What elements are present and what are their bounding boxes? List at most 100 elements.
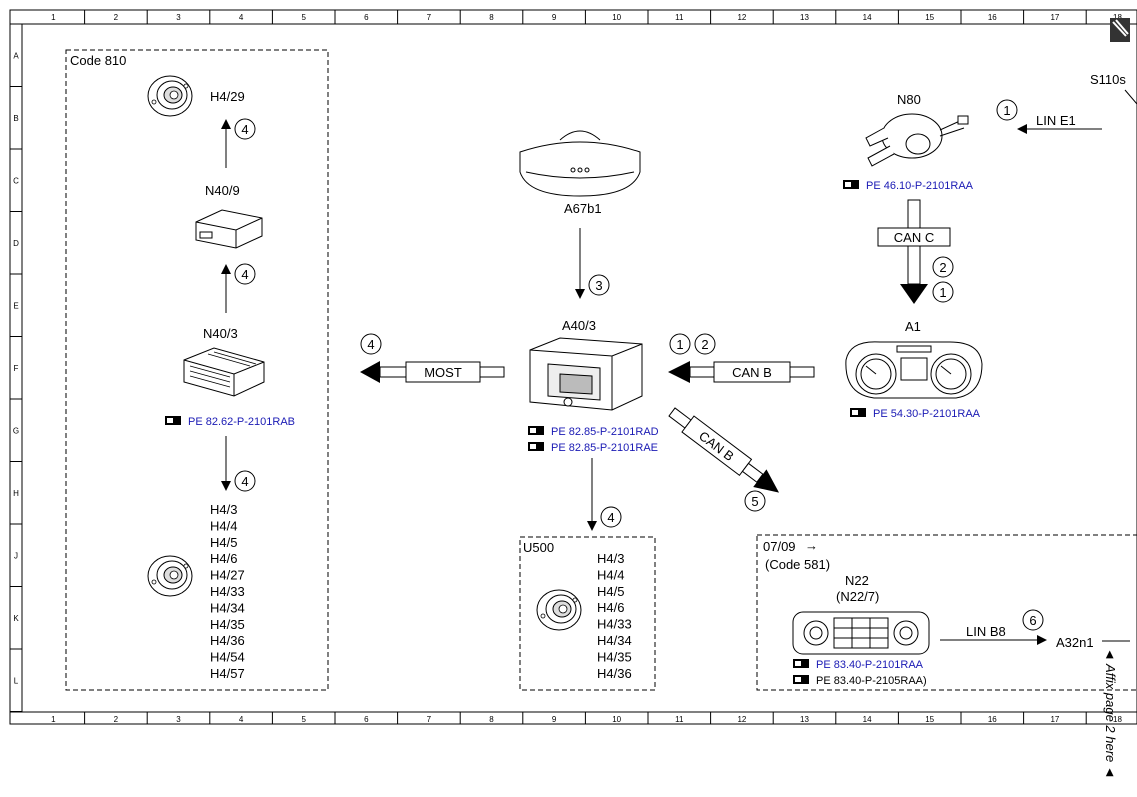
speaker-label: H4/36 — [597, 666, 632, 681]
n80-label: N80 — [897, 92, 921, 107]
column-number: 14 — [863, 715, 872, 724]
a32n1-label: A32n1 — [1056, 635, 1094, 650]
column-number: 13 — [800, 715, 809, 724]
reference-hand-icon — [528, 442, 544, 451]
row-letter: L — [14, 676, 19, 685]
marker-1: 1 — [676, 337, 683, 352]
a40-3-ref-2: PE 82.85-P-2101RAE — [551, 442, 658, 454]
column-number: 16 — [988, 715, 997, 724]
marker-5: 5 — [751, 494, 758, 509]
lin-e1-label: LIN E1 — [1036, 113, 1076, 128]
n22-7-label: (N22/7) — [836, 589, 879, 604]
column-number: 4 — [239, 715, 244, 724]
column-number: 9 — [552, 13, 557, 22]
speaker-label: H4/27 — [210, 568, 245, 583]
n22-label: N22 — [845, 573, 869, 588]
column-number: 3 — [176, 13, 181, 22]
column-number: 16 — [988, 13, 997, 22]
column-number: 4 — [239, 13, 244, 22]
marker-1: 1 — [939, 285, 946, 300]
most-bus-arrow — [360, 361, 505, 383]
speaker-icon — [536, 589, 582, 631]
row-letter: A — [13, 51, 19, 60]
speaker-label: H4/34 — [210, 600, 245, 615]
reference-hand-icon — [528, 426, 544, 435]
row-letter: F — [14, 364, 19, 373]
code-581-title: (Code 581) — [765, 557, 830, 572]
row-letter: J — [14, 551, 18, 560]
marker-2: 2 — [701, 337, 708, 352]
code-810-speaker-list: H4/3H4/4H4/5H4/6H4/27H4/33H4/34H4/35H4/3… — [210, 502, 245, 681]
column-number: 17 — [1050, 715, 1059, 724]
column-number: 3 — [176, 715, 181, 724]
lin-b8-label: LIN B8 — [966, 624, 1006, 639]
n80-ref: PE 46.10-P-2101RAA — [866, 180, 974, 192]
column-number: 11 — [675, 13, 684, 22]
instrument-cluster-icon — [845, 341, 983, 399]
marker-4: 4 — [241, 267, 248, 282]
a1-label: A1 — [905, 319, 921, 334]
a40-3-ref-1: PE 82.85-P-2101RAD — [551, 426, 659, 438]
marker-6: 6 — [1029, 613, 1036, 628]
reference-hand-icon — [165, 416, 181, 425]
steering-column-module-icon — [865, 113, 969, 167]
column-number: 9 — [552, 715, 557, 724]
n22-ref-1: PE 83.40-P-2101RAA — [816, 659, 924, 671]
h4-29-label: H4/29 — [210, 89, 245, 104]
column-number: 6 — [364, 13, 369, 22]
can-b-arrow — [668, 361, 815, 383]
column-number: 15 — [925, 13, 934, 22]
speaker-label: H4/36 — [210, 633, 245, 648]
a67b1-label: A67b1 — [564, 201, 602, 216]
speaker-label: H4/6 — [210, 551, 237, 566]
column-number: 1 — [51, 715, 56, 724]
u500-box — [519, 536, 656, 691]
column-number: 2 — [114, 715, 119, 724]
speaker-label: H4/57 — [210, 666, 245, 681]
speaker-label: H4/4 — [597, 567, 624, 582]
speaker-label: H4/4 — [210, 518, 237, 533]
affix-note: ◄ Affix page 2 here ◄ — [1103, 648, 1118, 779]
can-b-diagonal-arrow: CAN B — [668, 407, 780, 493]
speaker-label: H4/33 — [210, 584, 245, 599]
marker-2: 2 — [939, 260, 946, 275]
column-number: 10 — [612, 715, 621, 724]
column-number: 6 — [364, 715, 369, 724]
speaker-label: H4/5 — [597, 584, 624, 599]
reference-hand-icon — [850, 408, 866, 417]
head-unit-icon — [529, 337, 643, 411]
column-number: 7 — [427, 715, 432, 724]
column-number: 14 — [863, 13, 872, 22]
row-letter: E — [13, 301, 18, 310]
speaker-label: H4/3 — [210, 502, 237, 517]
column-number: 10 — [612, 13, 621, 22]
column-number: 5 — [301, 715, 306, 724]
page-corner-icon — [1110, 18, 1130, 42]
speaker-icon — [147, 555, 193, 597]
reference-hand-icon — [793, 659, 809, 668]
speaker-label: H4/3 — [597, 551, 624, 566]
marker-4: 4 — [367, 337, 374, 352]
n40-3-label: N40/3 — [203, 326, 238, 341]
reference-hand-icon — [793, 675, 809, 684]
amplifier-icon — [183, 347, 265, 397]
column-number: 18 — [1113, 13, 1122, 22]
column-number: 12 — [737, 715, 746, 724]
speaker-label: H4/34 — [597, 633, 632, 648]
n40-9-label: N40/9 — [205, 183, 240, 198]
column-number: 12 — [737, 13, 746, 22]
column-number: 1 — [51, 13, 56, 22]
column-number: 11 — [675, 715, 684, 724]
can-c-arrow — [877, 199, 951, 304]
marker-1: 1 — [1003, 103, 1010, 118]
column-number: 8 — [489, 13, 494, 22]
row-letter: H — [13, 489, 19, 498]
speaker-label: H4/35 — [597, 649, 632, 664]
code-581-date: 07/09 — [763, 539, 796, 554]
row-letter: B — [13, 114, 18, 123]
a1-ref: PE 54.30-P-2101RAA — [873, 408, 981, 420]
